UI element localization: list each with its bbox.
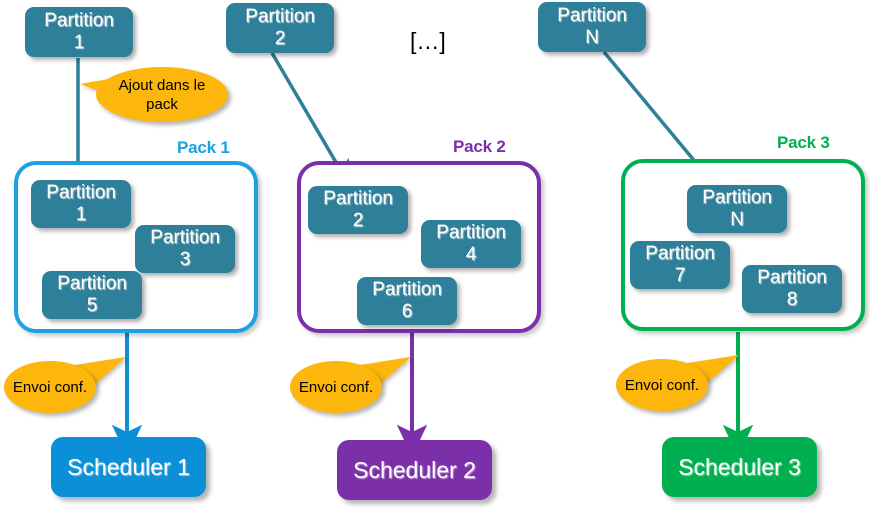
pack-1-title: Pack 1: [177, 138, 230, 157]
scheduler-1[interactable]: Scheduler 1: [51, 437, 206, 497]
partition-label: Partition: [44, 10, 114, 31]
partition-number: 7: [674, 265, 686, 286]
pack2-partition-4[interactable]: Partition 4: [421, 220, 521, 268]
callout-envoi-conf-3: Envoi conf.: [616, 359, 708, 411]
top-partition-n[interactable]: Partition N: [538, 2, 646, 52]
scheduler-label: Scheduler 3: [678, 453, 801, 480]
partition-number: N: [730, 209, 744, 230]
partition-number: 5: [86, 295, 98, 316]
partition-number: 6: [401, 301, 413, 322]
callout-ajout-dans-le-pack: Ajout dans le pack: [96, 67, 228, 122]
partition-label: Partition: [57, 273, 127, 294]
partition-label: Partition: [150, 227, 220, 248]
pack2-partition-2[interactable]: Partition 2: [308, 186, 408, 234]
partition-label: Partition: [557, 5, 627, 26]
scheduler-2[interactable]: Scheduler 2: [337, 440, 492, 500]
top-partition-2[interactable]: Partition 2: [226, 3, 334, 53]
callout-text: Ajout dans le pack: [118, 76, 206, 113]
pack3-partition-n[interactable]: Partition N: [687, 185, 787, 233]
partition-number: N: [585, 27, 599, 48]
partition-number: 2: [274, 28, 286, 49]
partition-number: 2: [352, 210, 364, 231]
partition-number: 3: [179, 249, 191, 270]
ellipsis-marker: […]: [410, 28, 446, 54]
partition-label: Partition: [645, 243, 715, 264]
pack3-partition-7[interactable]: Partition 7: [630, 241, 730, 289]
partition-label: Partition: [372, 279, 442, 300]
pack-2-title: Pack 2: [453, 137, 506, 156]
callout-envoi-conf-1: Envoi conf.: [4, 361, 96, 413]
partition-label: Partition: [323, 188, 393, 209]
scheduler-3[interactable]: Scheduler 3: [662, 437, 817, 497]
partition-number: 1: [73, 32, 85, 53]
partition-label: Partition: [245, 6, 315, 27]
callout-text: Envoi conf.: [12, 378, 88, 396]
pack1-partition-5[interactable]: Partition 5: [42, 271, 142, 319]
pack1-partition-1[interactable]: Partition 1: [31, 180, 131, 228]
partition-label: Partition: [46, 182, 116, 203]
partition-number: 8: [786, 289, 798, 310]
pack3-partition-8[interactable]: Partition 8: [742, 265, 842, 313]
partition-label: Partition: [757, 267, 827, 288]
partition-label: Partition: [702, 187, 772, 208]
pack-3-title: Pack 3: [777, 133, 830, 152]
scheduler-label: Scheduler 2: [353, 456, 476, 483]
top-partition-1[interactable]: Partition 1: [25, 7, 133, 57]
callout-text: Envoi conf.: [298, 378, 374, 396]
callout-envoi-conf-2: Envoi conf.: [290, 361, 382, 413]
callout-tail-envoi-3: [675, 355, 739, 383]
partition-label: Partition: [436, 222, 506, 243]
callout-text: Envoi conf.: [624, 376, 700, 394]
arrow-partition2-to-pack2: [270, 52, 352, 189]
partition-number: 1: [75, 204, 87, 225]
callout-tail-envoi-2: [347, 357, 411, 385]
pack2-partition-6[interactable]: Partition 6: [357, 277, 457, 325]
callout-tail-envoi-1: [62, 357, 126, 385]
scheduler-label: Scheduler 1: [67, 453, 190, 480]
pack1-partition-3[interactable]: Partition 3: [135, 225, 235, 273]
partition-number: 4: [465, 244, 477, 265]
